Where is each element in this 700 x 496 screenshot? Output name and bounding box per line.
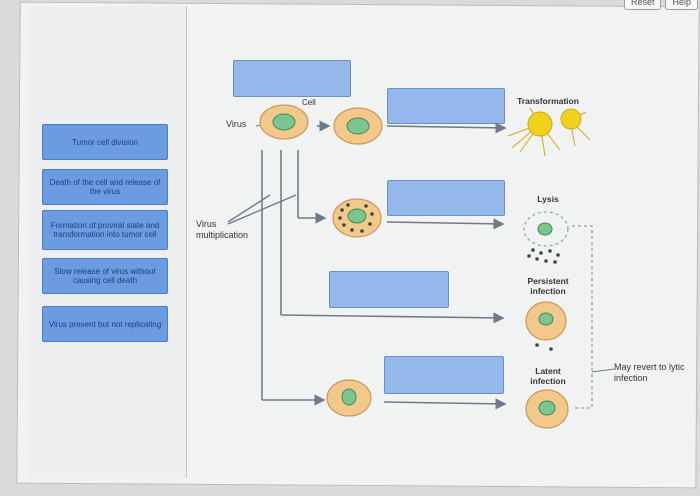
outcome-transformation: Transformation (506, 96, 590, 106)
outcome-lysis: Lysis (523, 194, 573, 204)
arrow-to-lysis (387, 222, 503, 224)
cell-latent-path (327, 380, 371, 416)
outcome-latent-infection: Latent infection (522, 366, 574, 386)
latent-infection-cell (526, 390, 568, 428)
persistent-infection-cell (526, 302, 566, 351)
revert-bracket (572, 226, 592, 408)
outcome-persistent-infection: Persistent infection (518, 276, 578, 296)
revert-pointer (592, 369, 614, 372)
virus-label: Virus (226, 119, 246, 129)
cell-lysis-path (333, 199, 381, 237)
cell-transformation-path (334, 108, 382, 144)
may-revert-label: May revert to lytic infection (614, 362, 690, 384)
lysed-cell (524, 212, 568, 264)
tumor-cells (508, 108, 590, 156)
virus-multiplication-label: Virus multiplication (196, 219, 266, 241)
arrow-to-persistent (281, 315, 503, 318)
infected-cell-initial (260, 105, 308, 139)
pathway-lines (262, 150, 298, 400)
arrow-to-transformation (387, 126, 505, 128)
arrow-to-latent (384, 402, 505, 404)
cell-label: Cell (302, 98, 316, 107)
